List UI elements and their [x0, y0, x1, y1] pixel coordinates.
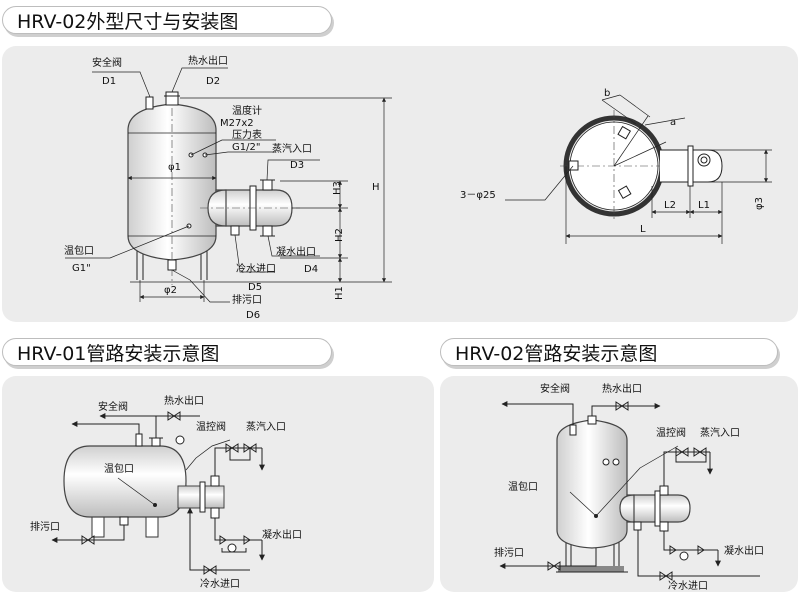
label-cold-water-inlet: 冷水进口 [236, 262, 276, 275]
label-drain: 排污口 [232, 293, 262, 306]
hrv02-label-cold-water-inlet: 冷水进口 [668, 579, 708, 592]
label-safety-valve: 安全阀 [92, 56, 122, 69]
label-phi1: φ1 [168, 162, 181, 173]
title-hrv01: HRV-01管路安装示意图 [17, 342, 220, 365]
hrv02-label-temp-valve: 温控阀 [656, 426, 686, 439]
hrv02-label-bulb-port: 温包口 [508, 480, 538, 493]
hrv01-label-safety-valve: 安全阀 [98, 400, 128, 413]
hrv01-label-condensate-outlet: 凝水出口 [262, 528, 302, 541]
label-bulb-port: 温包口 [64, 244, 94, 257]
label-d4: D4 [304, 264, 318, 275]
hrv02-label-hot-water-outlet: 热水出口 [602, 382, 642, 395]
title-dimensions: HRV-02外型尺寸与安装图 [17, 10, 239, 33]
plan-view: b a 3－φ25 L2 L1 L φ3 [460, 88, 772, 244]
label-l: L [640, 224, 646, 235]
label-d6: D6 [246, 310, 260, 321]
label-d2: D2 [206, 76, 220, 87]
label-h3: H3 [332, 181, 343, 195]
hrv02-diagram: 安全阀 热水出口 温控阀 蒸汽入口 温包口 排污口 凝水出口 冷水进口 [494, 382, 764, 592]
hrv01-label-cold-water-inlet: 冷水进口 [200, 577, 240, 590]
title-banner-dimensions: HRV-02外型尺寸与安装图 [2, 6, 332, 34]
hrv01-diagram: 安全阀 热水出口 温控阀 蒸汽入口 温包口 排污口 凝水出口 冷水进口 [30, 394, 302, 590]
label-a: a [670, 117, 676, 128]
hrv02-label-safety-valve: 安全阀 [540, 382, 570, 395]
label-hot-water-outlet: 热水出口 [188, 54, 228, 67]
hrv01-label-bulb-port: 温包口 [104, 462, 134, 475]
vertical-tank-side-view: φ1 H3 H2 H H1 φ2 [64, 54, 392, 321]
label-g1: G1" [72, 263, 91, 274]
label-l1: L1 [698, 200, 710, 211]
hrv01-label-drain: 排污口 [30, 520, 60, 533]
hrv02-label-steam-inlet: 蒸汽入口 [700, 426, 740, 439]
label-h: H [372, 182, 380, 193]
label-holes: 3－φ25 [460, 190, 496, 201]
label-thermometer: 温度计 [232, 104, 262, 117]
hrv02-label-condensate-outlet: 凝水出口 [724, 544, 764, 557]
hrv01-label-hot-water-outlet: 热水出口 [164, 394, 204, 407]
hrv01-label-steam-inlet: 蒸汽入口 [246, 420, 286, 433]
label-d5: D5 [248, 282, 262, 293]
title-banner-hrv02: HRV-02管路安装示意图 [440, 338, 778, 366]
label-l2: L2 [664, 200, 676, 211]
label-condensate-outlet: 凝水出口 [276, 245, 316, 258]
label-d1: D1 [102, 76, 116, 87]
label-phi3: φ3 [754, 197, 765, 210]
label-h1: H1 [334, 286, 345, 300]
label-d3: D3 [290, 160, 304, 171]
label-pressure-gauge: 压力表 [232, 128, 262, 141]
label-steam-inlet: 蒸汽入口 [272, 142, 312, 155]
label-phi2: φ2 [164, 285, 177, 296]
hrv02-label-drain: 排污口 [494, 546, 524, 559]
title-hrv02: HRV-02管路安装示意图 [455, 342, 658, 365]
title-banner-hrv01: HRV-01管路安装示意图 [2, 338, 332, 366]
label-m27: M27x2 [220, 118, 254, 129]
label-g12: G1/2" [232, 142, 260, 153]
hrv01-label-temp-valve: 温控阀 [196, 420, 226, 433]
label-b: b [604, 88, 610, 99]
label-h2: H2 [334, 228, 345, 242]
